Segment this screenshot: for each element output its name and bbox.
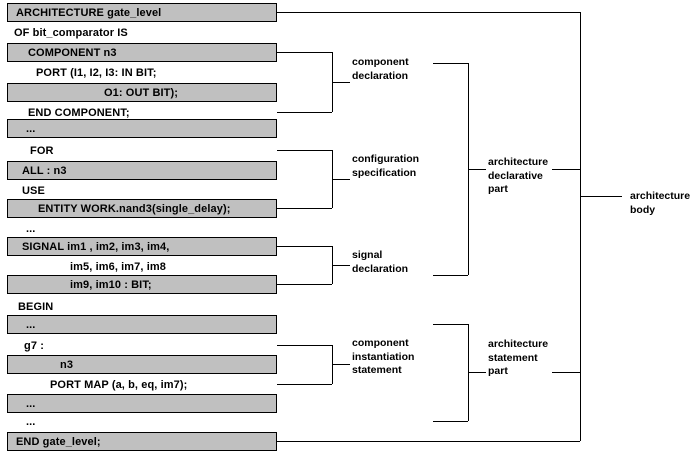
code-line-text: ... — [26, 122, 36, 135]
code-line-text: im9, im10 : BIT; — [70, 278, 152, 291]
bracket-architecture-statement-top — [433, 324, 468, 325]
code-line: O1: OUT BIT); — [7, 83, 277, 102]
code-line: ... — [7, 315, 277, 334]
code-line-text: OF bit_comparator IS — [14, 26, 128, 39]
label-component-instantiation-line1: component — [352, 337, 409, 349]
code-line: g7 : — [7, 336, 277, 355]
code-line: ... — [7, 394, 277, 413]
label-signal-declaration-line2: declaration — [352, 262, 409, 275]
bracket-component-instantiation-top — [277, 345, 332, 346]
code-line-text: SIGNAL im1 , im2, im3, im4, — [22, 240, 170, 253]
code-line-text: n3 — [60, 358, 74, 371]
code-line: n3 — [7, 355, 277, 374]
code-line: ALL : n3 — [7, 161, 277, 180]
code-line: PORT (I1, I2, I3: IN BIT; — [7, 63, 277, 82]
label-architecture-declarative-part-line3: part — [488, 183, 508, 195]
code-line-text: O1: OUT BIT); — [104, 86, 179, 99]
bracket-architecture-declarative-stem — [468, 169, 486, 170]
code-line-text: ENTITY WORK.nand3(single_delay); — [38, 202, 231, 215]
bracket-configuration-specification-top — [277, 150, 332, 151]
bracket-architecture-body-top — [277, 12, 580, 13]
code-line-text: BEGIN — [18, 300, 54, 313]
label-signal-declaration: signal declaration — [352, 249, 408, 276]
code-line: SIGNAL im1 , im2, im3, im4, — [7, 237, 277, 256]
code-line-text: PORT MAP (a, b, eq, im7); — [50, 378, 188, 391]
label-architecture-body-line2: body — [630, 203, 656, 216]
code-line: ... — [7, 412, 277, 431]
code-line-text: ... — [26, 397, 36, 410]
code-line-text: USE — [22, 184, 45, 197]
code-line: FOR — [7, 141, 277, 160]
label-component-instantiation-line3: statement — [352, 364, 402, 376]
bracket-architecture-statement-stem — [468, 372, 486, 373]
code-line: END COMPONENT; — [7, 103, 277, 122]
bracket-architecture-body-spine — [580, 12, 581, 441]
code-line-text: ... — [26, 318, 36, 331]
bracket-signal-declaration-top — [277, 246, 332, 247]
code-line: ARCHITECTURE gate_level — [7, 3, 277, 22]
label-architecture-statement-part: architecture statement part — [488, 338, 548, 379]
code-line-text: ... — [26, 415, 36, 428]
code-line: ... — [7, 219, 277, 238]
bracket-component-declaration-stem — [332, 82, 350, 83]
code-line: END gate_level; — [7, 432, 277, 451]
code-line-text: END gate_level; — [16, 435, 101, 448]
bracket-architecture-body-stem — [580, 196, 622, 197]
label-component-declaration-line2: declaration — [352, 69, 409, 82]
code-line-text: PORT (I1, I2, I3: IN BIT; — [36, 66, 157, 79]
label-configuration-specification: configuration specification — [352, 153, 419, 180]
bracket-architecture-declarative-top — [433, 63, 468, 64]
code-line-text: ARCHITECTURE gate_level — [16, 6, 162, 19]
label-architecture-declarative-part-line2: declarative — [488, 169, 543, 182]
bracket-component-instantiation-stem — [332, 364, 350, 365]
label-architecture-declarative-part-line1: architecture — [488, 156, 549, 168]
code-line: im5, im6, im7, im8 — [7, 257, 277, 276]
bracket-architecture-declarative-bottom — [433, 275, 468, 276]
code-line-text: ALL : n3 — [22, 164, 67, 177]
code-line: ... — [7, 119, 277, 138]
code-line: im9, im10 : BIT; — [7, 275, 277, 294]
bracket-architecture-body-bottom — [277, 441, 580, 442]
bracket-configuration-specification-bottom — [277, 208, 332, 209]
code-line: BEGIN — [7, 297, 277, 316]
label-configuration-specification-line2: specification — [352, 166, 417, 179]
code-line: USE — [7, 181, 277, 200]
code-line-text: COMPONENT n3 — [28, 46, 117, 59]
label-configuration-specification-line1: configuration — [352, 153, 420, 165]
label-architecture-declarative-part: architecture declarative part — [488, 156, 548, 197]
code-line: COMPONENT n3 — [7, 43, 277, 62]
label-architecture-statement-part-line3: part — [488, 365, 508, 377]
label-component-instantiation-line2: instantiation — [352, 350, 415, 363]
bracket-configuration-specification-stem — [332, 179, 350, 180]
label-signal-declaration-line1: signal — [352, 249, 383, 261]
bracket-signal-declaration-stem — [332, 265, 350, 266]
connector-architecture-statement-to-body — [552, 372, 580, 373]
code-line-text: FOR — [30, 144, 54, 157]
label-architecture-body-line1: architecture — [630, 190, 691, 202]
label-architecture-body: architecture body — [630, 190, 690, 217]
bracket-component-instantiation-bottom — [277, 384, 332, 385]
bracket-component-declaration-bottom — [277, 112, 332, 113]
code-line-text: ... — [26, 222, 36, 235]
bracket-signal-declaration-bottom — [277, 284, 332, 285]
label-component-instantiation-statement: component instantiation statement — [352, 337, 414, 378]
code-line: ENTITY WORK.nand3(single_delay); — [7, 199, 277, 218]
code-line-text: g7 : — [24, 339, 44, 352]
code-line-text: im5, im6, im7, im8 — [70, 260, 166, 273]
code-line: OF bit_comparator IS — [7, 23, 277, 42]
label-component-declaration-line1: component — [352, 56, 409, 68]
connector-architecture-declarative-to-body — [552, 169, 580, 170]
bracket-component-declaration-top — [277, 52, 332, 53]
label-architecture-statement-part-line1: architecture — [488, 338, 549, 350]
code-line: PORT MAP (a, b, eq, im7); — [7, 375, 277, 394]
label-component-declaration: component declaration — [352, 56, 409, 83]
code-line-text: END COMPONENT; — [28, 106, 130, 119]
label-architecture-statement-part-line2: statement — [488, 351, 538, 364]
bracket-architecture-statement-bottom — [433, 421, 468, 422]
